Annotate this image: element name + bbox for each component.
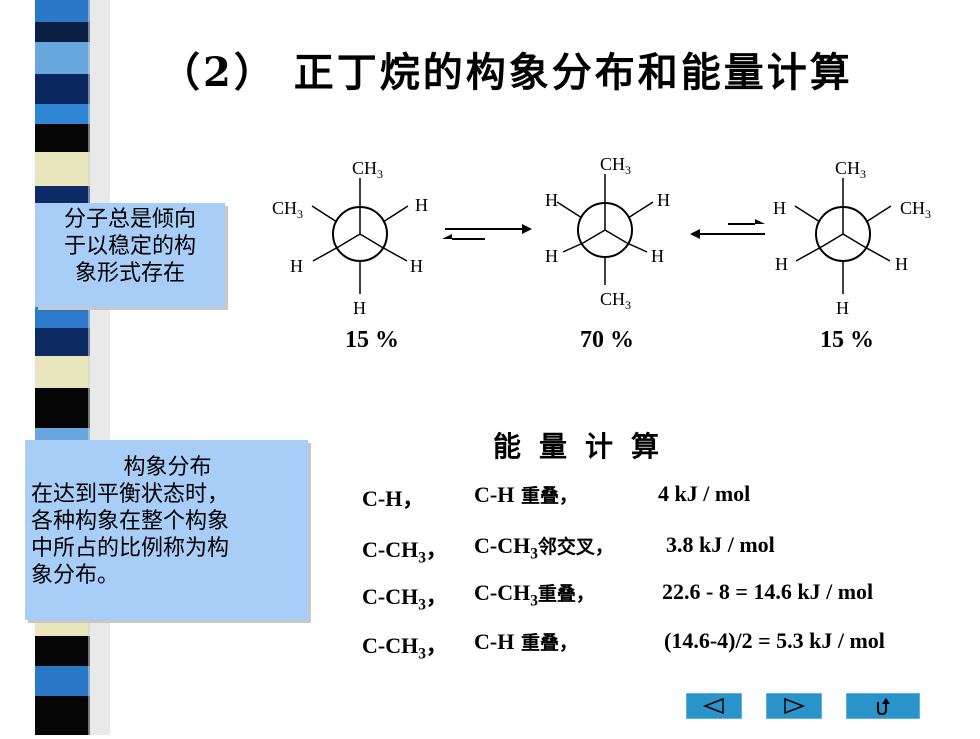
row-interaction: C-CH3重叠， (474, 579, 595, 610)
row-interaction: C-CH3邻交叉， (474, 532, 614, 563)
label-top: CH3 (835, 158, 866, 181)
conformer-gauche-right: CH3 H CH3 H H H (773, 158, 931, 318)
label-lower-left: H (545, 246, 558, 266)
label-lower-right: H (895, 254, 908, 274)
label-upper-left: CH3 (272, 198, 303, 221)
row-interaction-group: C-H (474, 629, 515, 654)
row-pair: C-H， (362, 486, 425, 511)
label-top: CH3 (352, 158, 383, 181)
page-title: （2） 正丁烷的构象分布和能量计算 (160, 49, 853, 96)
percent-conformer-3: 15 % (820, 327, 874, 353)
distribution-note: 构象分布 在达到平衡状态时， 各种构象在整个构象 中所占的比例称为构 象分布。 (25, 440, 308, 620)
prev-slide-button[interactable] (686, 693, 742, 719)
percent-conformer-1: 15 % (345, 327, 399, 353)
label-upper-right: H (415, 195, 428, 215)
label-upper-left: H (773, 198, 786, 218)
label-lower-right: H (651, 246, 664, 266)
row-interaction-group: C-CH3 (474, 580, 538, 610)
label-lower-left: H (775, 254, 788, 274)
stability-note-line: 象形式存在 (74, 261, 185, 286)
label-bottom: CH3 (600, 289, 631, 312)
row-value: 4 kJ / mol (658, 481, 751, 506)
distribution-note-heading: 构象分布 (123, 455, 212, 480)
equilibrium-arrow-1 (442, 224, 532, 240)
row-interaction-type: 重叠， (537, 583, 595, 605)
distribution-note-line: 中所占的比例称为构 (31, 536, 230, 561)
next-slide-button[interactable] (766, 693, 822, 719)
label-lower-right: H (410, 256, 423, 276)
equilibrium-arrow-2 (690, 219, 765, 239)
label-bottom: H (353, 298, 366, 318)
conformer-anti: CH3 H H H H CH3 (545, 154, 670, 312)
label-top: CH3 (600, 154, 631, 177)
distribution-note-line: 在达到平衡状态时， (31, 482, 230, 507)
label-lower-left: H (290, 256, 303, 276)
row-interaction-group: C-CH3 (474, 533, 538, 563)
label-upper-right: CH3 (900, 198, 931, 221)
row-interaction-type: 重叠， (514, 485, 578, 507)
row-value: 22.6 - 8 = 14.6 kJ / mol (662, 579, 874, 604)
distribution-note-line: 各种构象在整个构象 (31, 509, 230, 534)
row-interaction-type: 邻交叉， (537, 536, 614, 558)
energy-heading: 能量计算 (493, 430, 678, 463)
newman-projections: CH3 CH3 H H H H CH3 H H H H CH3 (272, 154, 931, 318)
triangle-left-icon (702, 697, 724, 715)
label-bottom: H (836, 298, 849, 318)
row-interaction: C-H 重叠， (474, 481, 578, 508)
return-button[interactable] (846, 693, 920, 719)
label-upper-left: H (545, 190, 558, 210)
row-value: 3.8 kJ / mol (666, 532, 775, 557)
row-pair: C-CH3， (362, 633, 448, 663)
stripe-graphic (35, 0, 110, 735)
label-upper-right: H (657, 190, 670, 210)
return-arrow-icon (877, 698, 890, 716)
conformer-gauche-left: CH3 CH3 H H H H (272, 158, 428, 318)
triangle-right-icon (784, 697, 806, 715)
stability-note-line: 分子总是倾向 (63, 207, 196, 232)
row-interaction: C-H 重叠， (474, 628, 578, 655)
distribution-note-line: 象分布。 (31, 563, 120, 588)
row-interaction-type: 重叠， (514, 632, 578, 654)
stability-note: 分子总是倾向 于以稳定的构 象形式存在 (35, 203, 225, 307)
stability-note-line: 于以稳定的构 (63, 234, 196, 259)
row-pair: C-CH3， (362, 584, 448, 614)
decorative-stripe (0, 0, 110, 735)
percent-conformer-2: 70 % (580, 327, 634, 353)
row-interaction-group: C-H (474, 482, 515, 507)
row-value: (14.6-4)/2 = 5.3 kJ / mol (664, 628, 885, 653)
row-pair: C-CH3， (362, 537, 448, 567)
